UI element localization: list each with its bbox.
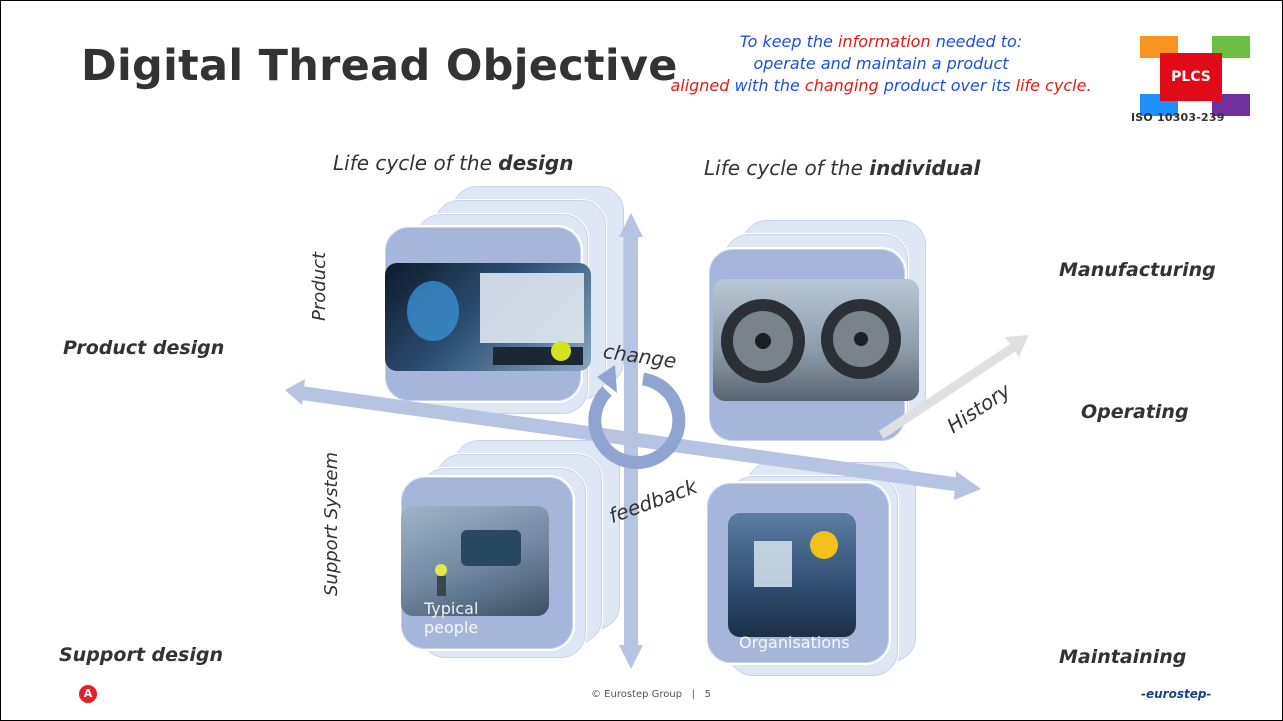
plcs-logo: PLCS [1134,36,1252,136]
support-photo [401,506,549,616]
engine-photo [713,279,919,401]
product-design-label: Product design [63,337,225,359]
vertical-arrow-head-top [619,213,643,237]
maintaining-label: Maintaining [1059,646,1187,668]
horizontal-arrow-head-left [285,379,305,405]
maintenance-photo-art [754,531,838,587]
objective-highlight: information [837,32,931,51]
operating-label: Operating [1081,401,1189,423]
lifecycle-design-label: Life cycle of the design [333,151,573,175]
objective-highlight: changing [804,76,879,95]
footer-separator: | [691,689,696,700]
footer-copyright: © Eurostep Group [591,689,683,700]
logo-orange-block [1140,36,1178,58]
typical-people-caption: Typical people [424,599,479,637]
objective-text-part: product over its [878,76,1016,95]
company-logo-icon: A [79,685,97,703]
objective-highlight: life cycle. [1015,76,1092,95]
logo-green-block [1212,36,1250,58]
horizontal-arrow-head-right [954,471,981,500]
lifecycle-text: Life cycle of the [704,156,870,180]
history-arrow-head [1005,335,1029,357]
objective-text: To keep the information needed to: opera… [641,31,1121,97]
objective-text-part: with the [729,76,805,95]
lifecycle-individual-label: Life cycle of the individual [704,156,980,180]
logo-plcs-text: PLCS [1160,53,1222,101]
footer-text: © Eurostep Group | 5 [591,689,711,700]
lifecycle-text: Life cycle of the [333,151,499,175]
support-photo-art [435,530,521,596]
eurostep-logo: -eurostep- [1141,687,1212,701]
objective-highlight: aligned [670,76,730,95]
objective-text-part: To keep the [739,32,838,51]
iso-standard-label: ISO 10303-239 [1131,111,1225,124]
design-photo [385,263,591,371]
objective-line-2: operate and maintain a product [753,54,1009,73]
slide-title: Digital Thread Objective [81,41,678,91]
engine-photo-art [721,299,901,383]
objective-text-part: needed to: [930,32,1023,51]
objective-line-3: aligned with the changing product over i… [641,75,1121,97]
objective-line-1: To keep the information needed to: [641,31,1121,53]
horizontal-axis-arrow [300,386,962,492]
change-feedback-cycle [588,372,686,469]
manufacturing-label: Manufacturing [1059,259,1216,281]
history-arrow [878,341,1020,439]
lifecycle-emphasis: design [498,151,574,175]
lifecycle-emphasis: individual [869,156,981,180]
design-photo-art [407,273,584,365]
organisations-caption: Organisations [739,633,850,652]
cycle-arrow-head [597,365,617,393]
support-design-label: Support design [59,644,223,666]
maintenance-photo [728,513,856,637]
vertical-arrow-head-bottom [619,645,643,669]
footer-page-number: 5 [704,689,711,700]
